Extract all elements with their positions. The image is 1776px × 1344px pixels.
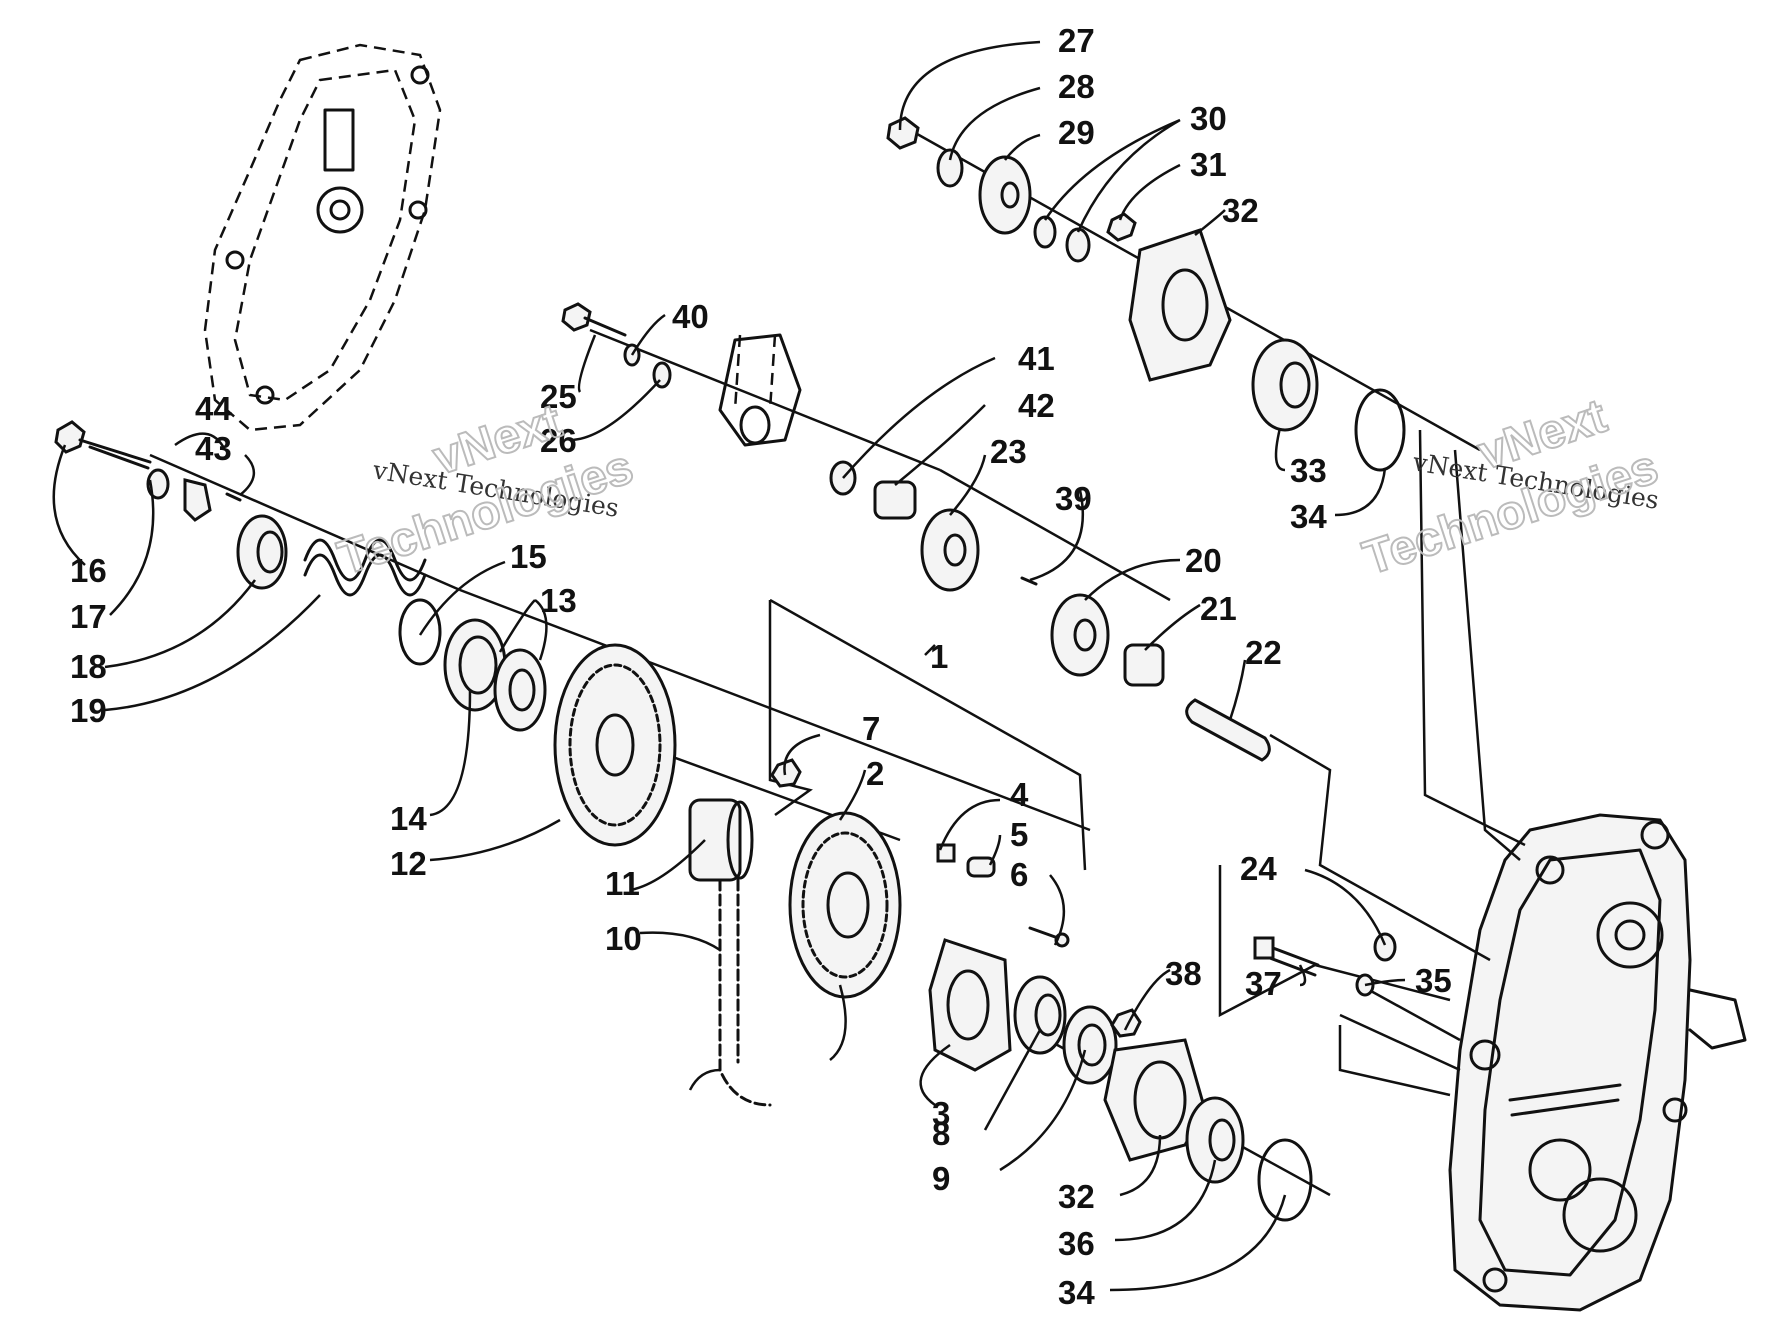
callout-20: 20 bbox=[1185, 542, 1222, 579]
part-washer-28 bbox=[936, 148, 964, 188]
callout-9: 9 bbox=[932, 1160, 950, 1197]
callout-43: 43 bbox=[195, 430, 232, 467]
part-ring-34-lower bbox=[1257, 1138, 1313, 1222]
part-bearing-36 bbox=[1185, 1096, 1245, 1184]
assembly-axis-lines bbox=[149, 128, 1526, 1197]
callout-34-upper: 34 bbox=[1290, 498, 1327, 535]
part-spring-19 bbox=[303, 538, 427, 597]
part-snap-ring-15 bbox=[398, 598, 442, 666]
callout-40: 40 bbox=[672, 298, 709, 335]
callout-12: 12 bbox=[390, 845, 427, 882]
part-flange-32-upper bbox=[1128, 228, 1232, 382]
part-bolt-16 bbox=[54, 420, 152, 470]
callout-5: 5 bbox=[1010, 816, 1028, 853]
callout-34-lower: 34 bbox=[1058, 1274, 1095, 1311]
callout-18: 18 bbox=[70, 648, 107, 685]
callout-11: 11 bbox=[605, 865, 640, 902]
callout-2: 2 bbox=[866, 755, 884, 792]
callout-3: 3 bbox=[932, 1095, 950, 1132]
callout-10: 10 bbox=[605, 920, 642, 957]
part-gear-11 bbox=[688, 798, 754, 882]
callout-7: 7 bbox=[862, 710, 880, 747]
part-bearing-8 bbox=[1013, 975, 1067, 1055]
part-bearing-42 bbox=[873, 480, 917, 520]
chaincase-housing bbox=[1448, 813, 1747, 1312]
part-washers-30 bbox=[1033, 215, 1091, 263]
callout-16: 16 bbox=[70, 552, 107, 589]
callout-29: 29 bbox=[1058, 114, 1095, 151]
part-sprocket-12 bbox=[553, 643, 677, 847]
callout-39: 39 bbox=[1055, 480, 1092, 517]
callout-25: 25 bbox=[540, 378, 577, 415]
callout-27: 27 bbox=[1058, 22, 1095, 59]
part-pin-43 bbox=[225, 492, 242, 502]
part-sprocket-2 bbox=[788, 811, 902, 999]
part-screw-4 bbox=[936, 843, 956, 863]
callout-44: 44 bbox=[195, 390, 232, 427]
callout-41: 41 bbox=[1018, 340, 1055, 377]
part-bushing-21 bbox=[1123, 643, 1165, 687]
callout-labels: 1 2 3 4 5 6 7 8 9 10 11 12 13 14 15 16 1… bbox=[70, 22, 1452, 1311]
callout-4: 4 bbox=[1010, 776, 1029, 813]
callout-1: 1 bbox=[930, 638, 948, 675]
part-stud-37 bbox=[1253, 936, 1320, 977]
callout-37: 37 bbox=[1245, 965, 1282, 1002]
callout-24: 24 bbox=[1240, 850, 1277, 887]
part-spacer-22 bbox=[1185, 698, 1271, 762]
callout-17: 17 bbox=[70, 598, 107, 635]
callout-32-lower: 32 bbox=[1058, 1178, 1095, 1215]
chaincase-cover bbox=[203, 43, 442, 432]
callout-42: 42 bbox=[1018, 387, 1055, 424]
callout-23: 23 bbox=[990, 433, 1027, 470]
part-pin-39 bbox=[1020, 576, 1038, 586]
callout-33: 33 bbox=[1290, 452, 1327, 489]
callout-36: 36 bbox=[1058, 1225, 1095, 1262]
leader-lines bbox=[52, 40, 1406, 1292]
callout-38: 38 bbox=[1165, 955, 1202, 992]
part-nut-31 bbox=[1106, 212, 1137, 242]
callout-28: 28 bbox=[1058, 68, 1095, 105]
callout-15: 15 bbox=[510, 538, 547, 575]
part-nut-27 bbox=[886, 116, 920, 150]
callout-19: 19 bbox=[70, 692, 107, 729]
callout-35: 35 bbox=[1415, 962, 1452, 999]
callout-30: 30 bbox=[1190, 100, 1227, 137]
callout-21: 21 bbox=[1200, 590, 1237, 627]
callout-32-upper: 32 bbox=[1222, 192, 1259, 229]
part-bolt-25 bbox=[561, 302, 627, 337]
watermark-left: vNext vNext Technologies Technologies bbox=[331, 394, 640, 587]
part-sprocket-29 bbox=[978, 155, 1032, 235]
part-cup-18 bbox=[236, 514, 288, 590]
part-spring-5 bbox=[966, 856, 996, 878]
part-flange-32-lower bbox=[1103, 1038, 1207, 1162]
part-lock-44 bbox=[183, 478, 212, 522]
part-washer-24 bbox=[1373, 932, 1397, 962]
part-sprocket-20 bbox=[1050, 593, 1110, 677]
part-nut-38 bbox=[1110, 1008, 1142, 1038]
part-chain-10 bbox=[718, 878, 772, 1107]
callout-22: 22 bbox=[1245, 634, 1282, 671]
part-screw-6 bbox=[1028, 926, 1070, 948]
part-sprocket-23 bbox=[920, 508, 980, 592]
part-bracket bbox=[718, 333, 802, 447]
part-washers-13 bbox=[493, 648, 547, 732]
part-bearing-33 bbox=[1251, 338, 1319, 432]
callout-8: 8 bbox=[932, 1115, 950, 1152]
callout-6: 6 bbox=[1010, 856, 1028, 893]
callout-31: 31 bbox=[1190, 146, 1227, 183]
callout-14: 14 bbox=[390, 800, 427, 837]
part-ring-34-upper bbox=[1354, 388, 1406, 472]
callout-13: 13 bbox=[540, 582, 577, 619]
part-clutch-3 bbox=[928, 938, 1012, 1072]
callout-26: 26 bbox=[540, 422, 577, 459]
part-seal-9 bbox=[1062, 1005, 1118, 1085]
part-nut-7 bbox=[770, 758, 802, 788]
